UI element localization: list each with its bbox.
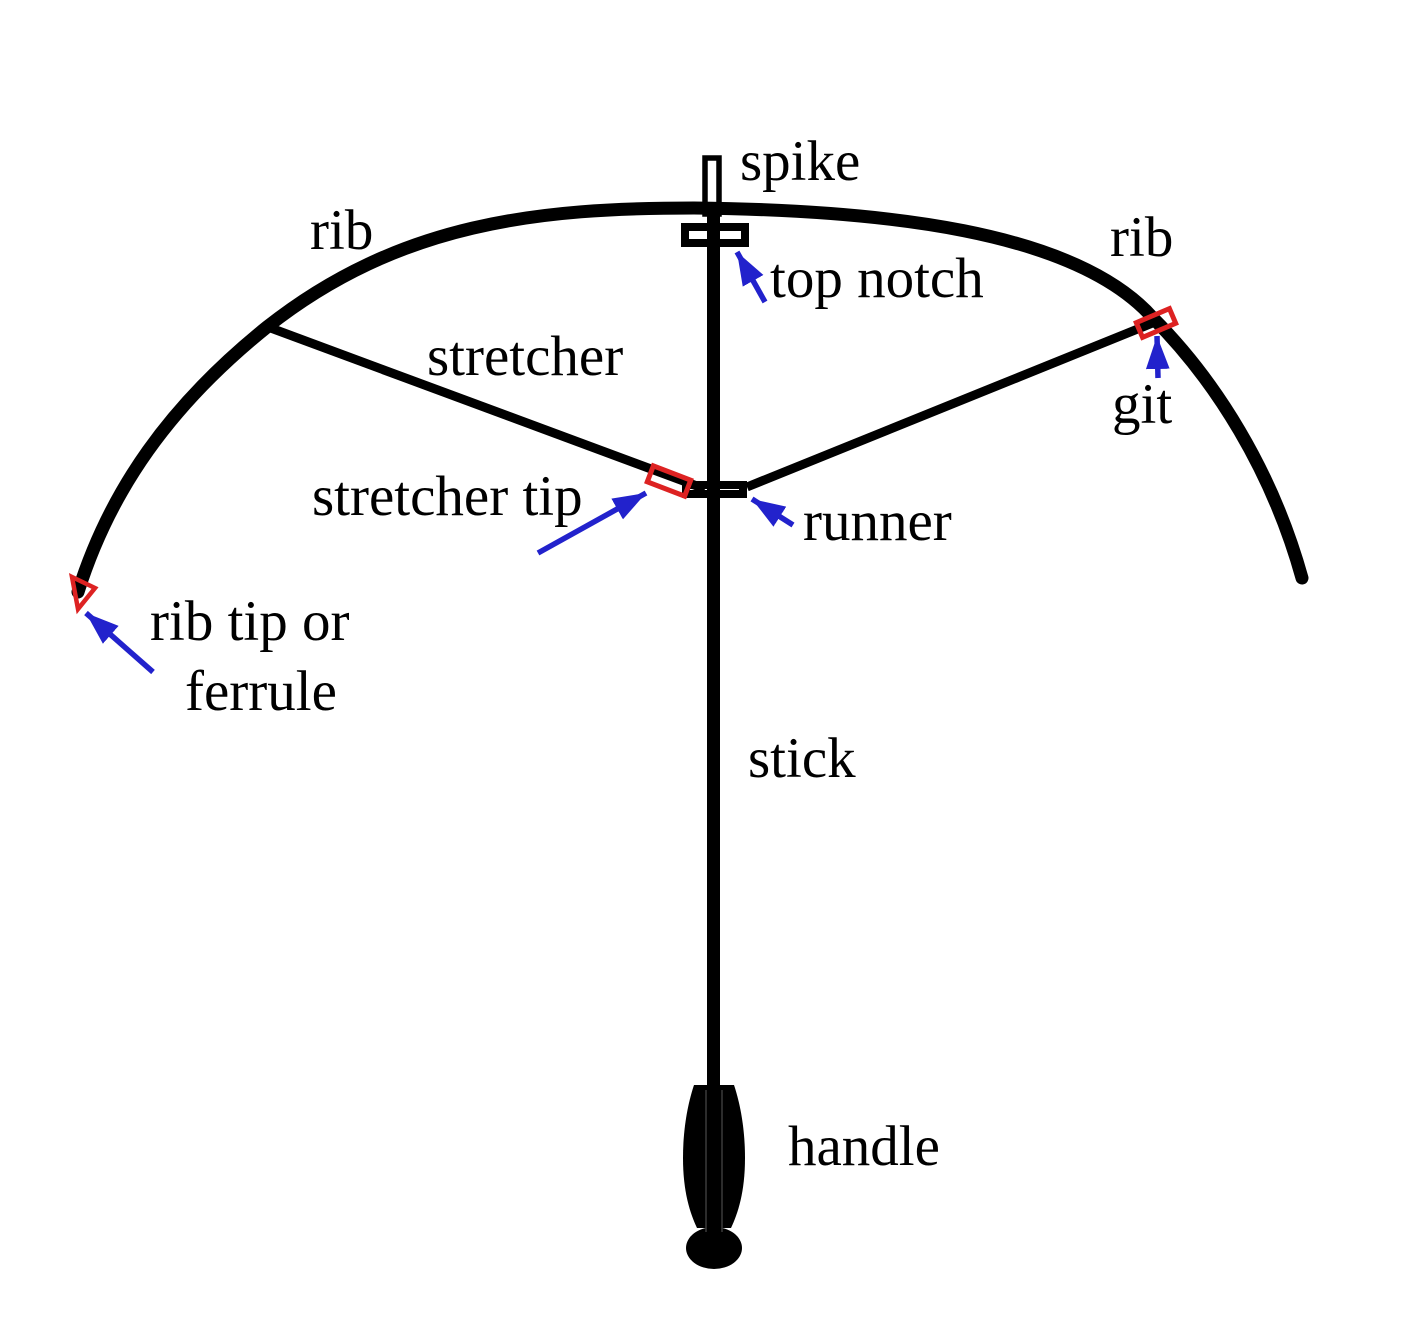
top-notch-arrow (734, 250, 768, 304)
rib-tip-label-line1: rib tip or (150, 590, 349, 653)
top-notch-box (681, 223, 749, 247)
stretcher-label: stretcher (427, 325, 623, 388)
handle-shape (683, 1085, 745, 1228)
stretcher-tip-arrow (536, 490, 648, 556)
stretcher-tip-label: stretcher tip (312, 465, 583, 528)
stick-label: stick (748, 727, 856, 790)
rib-arc (71, 201, 1309, 599)
stretcher-right-line (745, 317, 1157, 492)
git-label: git (1112, 373, 1172, 436)
handle-label: handle (788, 1115, 940, 1178)
handle-knob (686, 1227, 742, 1269)
git-highlight (1133, 305, 1179, 341)
git-arrow (1145, 335, 1170, 379)
runner-label: runner (803, 490, 952, 553)
runner-arrow (750, 496, 795, 528)
spike-label: spike (740, 130, 860, 193)
rib-tip-arrow (84, 610, 155, 675)
rib-right-label: rib (1110, 206, 1173, 269)
rib-tip-highlight (68, 573, 99, 615)
rib-tip-label-line2: ferrule (185, 660, 337, 723)
stretcher-tip-highlight (644, 462, 694, 500)
rib-left-label: rib (310, 199, 373, 262)
top-notch-label: top notch (770, 247, 984, 310)
stretcher-left-line (266, 322, 707, 494)
